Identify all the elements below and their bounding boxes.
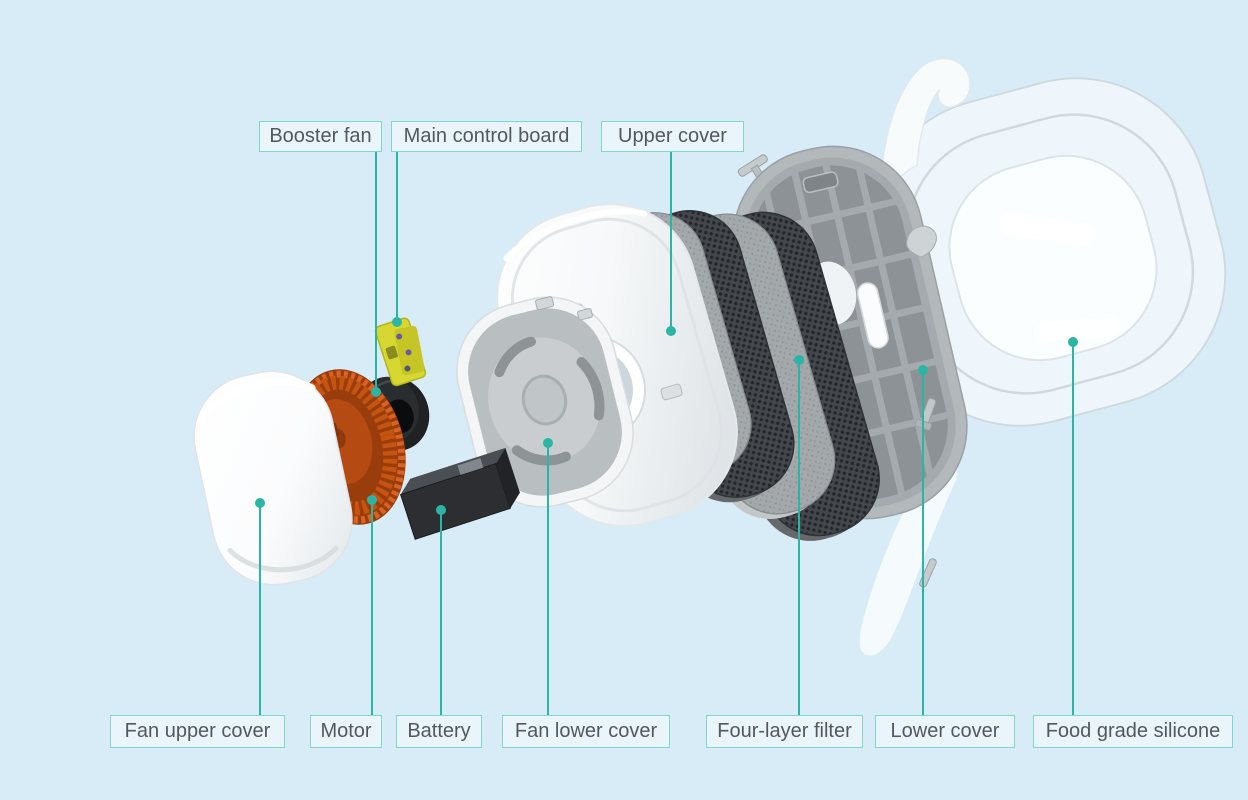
control-board-component-1 bbox=[396, 333, 403, 340]
dot-battery bbox=[436, 505, 446, 515]
leader-lines bbox=[259, 152, 1074, 716]
upper-cover-top-highlight bbox=[503, 208, 648, 262]
fan-upper-cover-highlight bbox=[203, 378, 316, 416]
fan-lower-cover-slot-3 bbox=[511, 445, 571, 466]
battery-end-face bbox=[495, 447, 520, 509]
control-board-component-3 bbox=[404, 365, 411, 372]
silicone-nose-curl bbox=[881, 57, 971, 198]
label-lower-cover: Lower cover bbox=[875, 715, 1015, 748]
food-grade-silicone-part bbox=[859, 57, 1227, 656]
dot-food-grade-silicone bbox=[1068, 337, 1078, 347]
fan-lower-cover-slot-1 bbox=[494, 336, 536, 378]
dot-main-control-board bbox=[392, 317, 402, 327]
upper-cover-clip-side bbox=[660, 383, 683, 401]
label-main-control-board: Main control board bbox=[391, 121, 582, 152]
leader-dots bbox=[255, 317, 1078, 515]
battery-part bbox=[400, 447, 520, 540]
silicone-reflection-upper bbox=[1000, 212, 1096, 246]
main-control-board-part bbox=[374, 317, 427, 387]
lower-cover-heart-tab bbox=[906, 225, 937, 258]
dot-booster-fan bbox=[371, 387, 381, 397]
silicone-inner-face bbox=[948, 154, 1158, 362]
control-board-chip bbox=[385, 345, 398, 360]
label-fan-lower-cover: Fan lower cover bbox=[502, 715, 670, 748]
fan-lower-cover-hub bbox=[521, 374, 568, 426]
fan-upper-cover-part bbox=[193, 370, 353, 586]
dot-four-layer-filter bbox=[794, 355, 804, 365]
control-board-component-2 bbox=[405, 349, 412, 356]
label-fan-upper-cover: Fan upper cover bbox=[110, 715, 285, 748]
dot-fan-lower-cover bbox=[543, 438, 553, 448]
label-motor: Motor bbox=[310, 715, 382, 748]
fan-upper-cover-body bbox=[193, 370, 353, 586]
battery-connector bbox=[457, 458, 484, 476]
dot-fan-upper-cover bbox=[255, 498, 265, 508]
label-battery: Battery bbox=[396, 715, 482, 748]
fan-lower-cover-slot-2 bbox=[576, 357, 605, 421]
fan-lower-cover-clip-1 bbox=[535, 296, 555, 311]
label-upper-cover: Upper cover bbox=[601, 121, 744, 152]
fan-upper-cover-bottom-edge bbox=[227, 545, 339, 573]
lower-cover-top-slot bbox=[802, 171, 839, 194]
dot-upper-cover bbox=[666, 326, 676, 336]
lower-cover-white-slot bbox=[856, 282, 889, 349]
dot-lower-cover bbox=[918, 365, 928, 375]
fan-lower-cover-clip-2 bbox=[576, 308, 593, 321]
label-food-grade-silicone: Food grade silicone bbox=[1033, 715, 1233, 748]
label-booster-fan: Booster fan bbox=[259, 121, 382, 152]
silicone-reflection-lower bbox=[1034, 316, 1120, 344]
label-four-layer-filter: Four-layer filter bbox=[706, 715, 863, 748]
dot-motor bbox=[367, 495, 377, 505]
